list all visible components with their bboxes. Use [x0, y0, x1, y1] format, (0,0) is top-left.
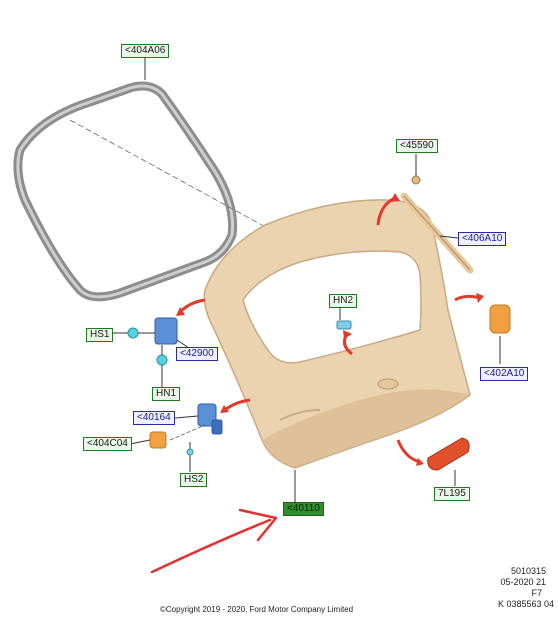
callout-high-mount-lamp[interactable]: 7L195	[434, 487, 470, 501]
callout-hn2[interactable]: HN2	[329, 294, 358, 308]
high-mount-lamp-part	[427, 437, 470, 486]
callout-weatherstrip[interactable]: <404A06	[121, 44, 170, 58]
annotation-arrow	[150, 508, 278, 574]
gas-strut-part	[400, 154, 474, 274]
callout-hn1[interactable]: HN1	[152, 387, 181, 401]
callout-handle-light[interactable]: <404C04	[83, 437, 132, 451]
liftgate-panel	[203, 199, 471, 469]
callout-hs1[interactable]: HS1	[86, 328, 114, 342]
callout-latch[interactable]: <42900	[176, 347, 218, 361]
handle-light-part	[149, 431, 167, 449]
callout-gas-strut[interactable]: <406A10	[458, 232, 507, 246]
handle-switch-part	[169, 403, 223, 472]
callout-gas-strut-ballstud[interactable]: <45590	[396, 139, 438, 153]
callout-liftgate[interactable]: <40110	[283, 502, 324, 516]
guide-line	[69, 119, 283, 237]
callout-hs2[interactable]: HS2	[180, 473, 208, 487]
callout-bumper[interactable]: <402A10	[480, 367, 529, 381]
footer-copyright: ©Copyright 2019 - 2020, Ford Motor Compa…	[160, 605, 354, 614]
callout-handle-switch[interactable]: <40164	[133, 411, 175, 425]
footer-code-2: 05-2020 21	[500, 577, 546, 587]
red-arrow-heads	[176, 193, 484, 466]
latch-part	[110, 317, 196, 388]
footer-code-4: K 0385563 04	[497, 599, 554, 609]
weatherstrip-seal	[13, 81, 238, 302]
bumper-part	[489, 304, 511, 364]
hn2-part	[336, 320, 352, 330]
footer-code-3: F7	[531, 588, 542, 598]
footer-code-1: 5010315	[510, 566, 546, 576]
